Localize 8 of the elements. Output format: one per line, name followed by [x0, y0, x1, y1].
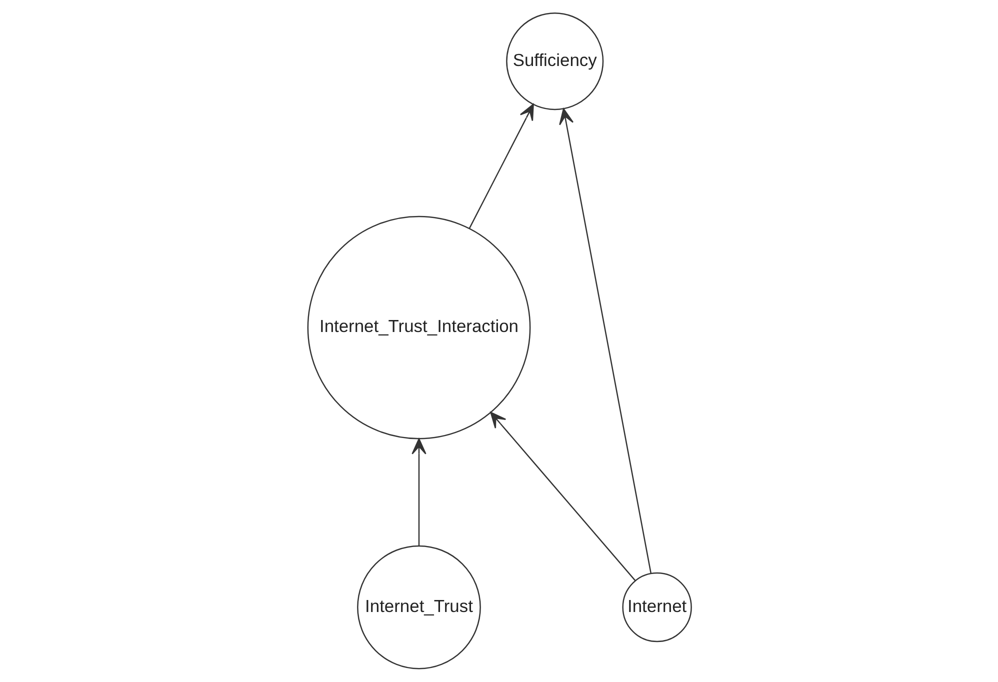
- arrow: [411, 438, 426, 546]
- node-circle: Internet_Trust: [356, 545, 480, 670]
- arrow: [490, 412, 636, 582]
- node-circle: Internet: [622, 572, 692, 642]
- node-circle: Internet_Trust_Interaction: [306, 216, 530, 440]
- node-circle: Sufficiency: [506, 12, 604, 110]
- arrow: [558, 108, 652, 574]
- arrow: [468, 104, 534, 229]
